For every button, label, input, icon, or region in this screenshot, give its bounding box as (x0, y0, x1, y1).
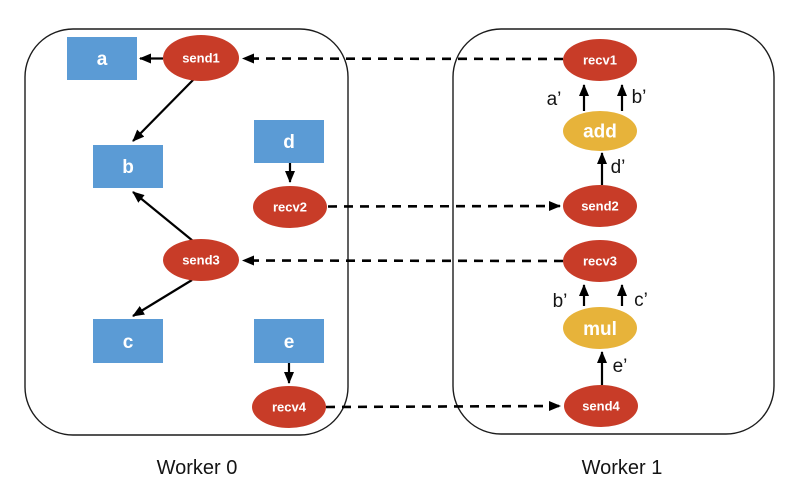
node-add: add (563, 111, 637, 151)
send3-ellipse (163, 239, 239, 281)
edge-label-b-prime-bottom: b’ (553, 291, 568, 312)
mul-label: mul (583, 319, 617, 340)
tensor-a-rect (67, 37, 137, 80)
tensor-e-label: e (284, 332, 295, 353)
edge-label-c-prime: c’ (634, 290, 648, 311)
tensor-d-rect (254, 120, 324, 163)
worker0-box (24, 28, 349, 436)
node-recv2: recv2 (253, 186, 327, 228)
node-send3: send3 (163, 239, 239, 281)
node-tensor-b: b (93, 145, 163, 188)
edge-label-a-prime: a’ (547, 89, 562, 110)
recv1-label: recv1 (583, 53, 617, 68)
node-recv4: recv4 (252, 386, 326, 428)
edge-label-b-prime-top: b’ (632, 87, 647, 108)
recv1-ellipse (563, 39, 637, 81)
node-tensor-e: e (254, 319, 324, 363)
edge-label-d-prime: d’ (611, 157, 626, 178)
tensor-b-rect (93, 145, 163, 188)
send1-ellipse (163, 35, 239, 81)
recv2-label: recv2 (273, 200, 307, 215)
send4-ellipse (564, 385, 638, 427)
recv4-label: recv4 (272, 400, 307, 415)
node-recv1: recv1 (563, 39, 637, 81)
edge-send3-c (132, 279, 193, 317)
tensor-d-label: d (283, 132, 295, 153)
worker1-box (452, 28, 775, 435)
worker1-caption: Worker 1 (582, 457, 663, 479)
node-tensor-a: a (67, 37, 137, 80)
add-label: add (583, 122, 617, 143)
node-mul: mul (563, 307, 637, 349)
recv3-label: recv3 (583, 254, 617, 269)
recv4-ellipse (252, 386, 326, 428)
mul-ellipse (563, 307, 637, 349)
node-send4: send4 (564, 385, 638, 427)
node-recv3: recv3 (563, 240, 637, 282)
send4-label: send4 (582, 399, 620, 414)
node-send2: send2 (563, 185, 637, 227)
edge-recv1-send1 (242, 53, 564, 64)
node-tensor-c: c (93, 319, 163, 363)
send2-ellipse (563, 185, 637, 227)
recv3-ellipse (563, 240, 637, 282)
tensor-c-label: c (123, 332, 134, 353)
node-tensor-d: d (254, 120, 324, 163)
add-ellipse (563, 111, 637, 151)
send1-label: send1 (182, 51, 220, 66)
node-send1: send1 (163, 35, 239, 81)
edge-recv3-send3 (242, 255, 564, 266)
edge-recv2-send2 (327, 201, 561, 212)
tensor-c-rect (93, 319, 163, 363)
recv2-ellipse (253, 186, 327, 228)
send3-label: send3 (182, 253, 220, 268)
edge-recv4-send4 (325, 401, 561, 412)
tensor-b-label: b (122, 157, 134, 178)
tensor-e-rect (254, 319, 324, 363)
tensor-a-label: a (97, 49, 108, 70)
worker0-caption: Worker 0 (157, 457, 238, 479)
send2-label: send2 (581, 199, 619, 214)
edge-label-e-prime: e’ (613, 356, 628, 377)
edge-send3-b (132, 191, 194, 242)
edge-send1-b (132, 78, 195, 142)
